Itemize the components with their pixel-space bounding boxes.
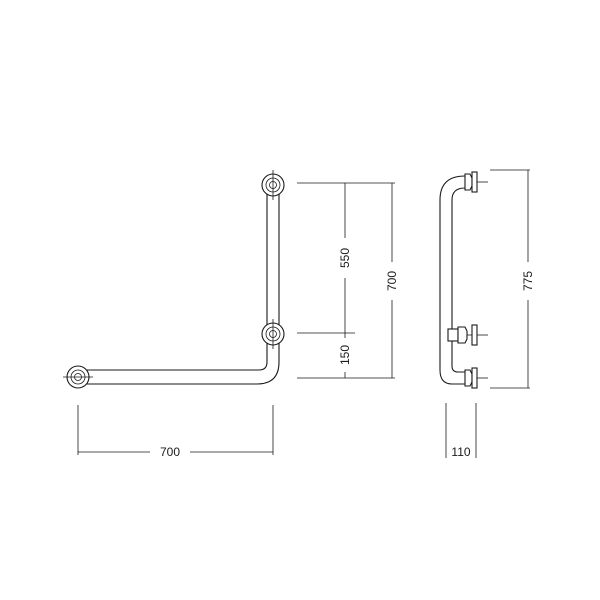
dimension-lower: 150 [338, 333, 352, 378]
dim-depth-label: 110 [451, 445, 470, 459]
dimension-width: 700 [77, 405, 274, 459]
dimension-upper: 550 [338, 183, 352, 333]
middle-mounting-flange [261, 319, 285, 349]
dim-height-label: 700 [385, 271, 399, 291]
top-mounting-flange [261, 170, 285, 200]
side-top-mount [464, 171, 488, 193]
side-bottom-mount [464, 367, 488, 389]
dim-upper-label: 550 [338, 248, 352, 268]
front-view: 700 550 150 700 [63, 170, 399, 459]
dim-side-height-label: 775 [521, 271, 535, 291]
side-middle-mount [447, 324, 488, 346]
left-mounting-flange [63, 365, 93, 389]
dimension-height: 700 [385, 183, 399, 378]
side-tube-profile [439, 175, 466, 385]
dimension-side-height: 775 [521, 170, 535, 388]
dimension-depth: 110 [445, 403, 477, 459]
dim-width-label: 700 [160, 445, 180, 459]
dim-lower-label: 150 [338, 345, 352, 365]
side-view: 775 110 [439, 169, 535, 459]
side-extension-lines [490, 169, 530, 389]
grab-bar-tube [84, 192, 280, 385]
